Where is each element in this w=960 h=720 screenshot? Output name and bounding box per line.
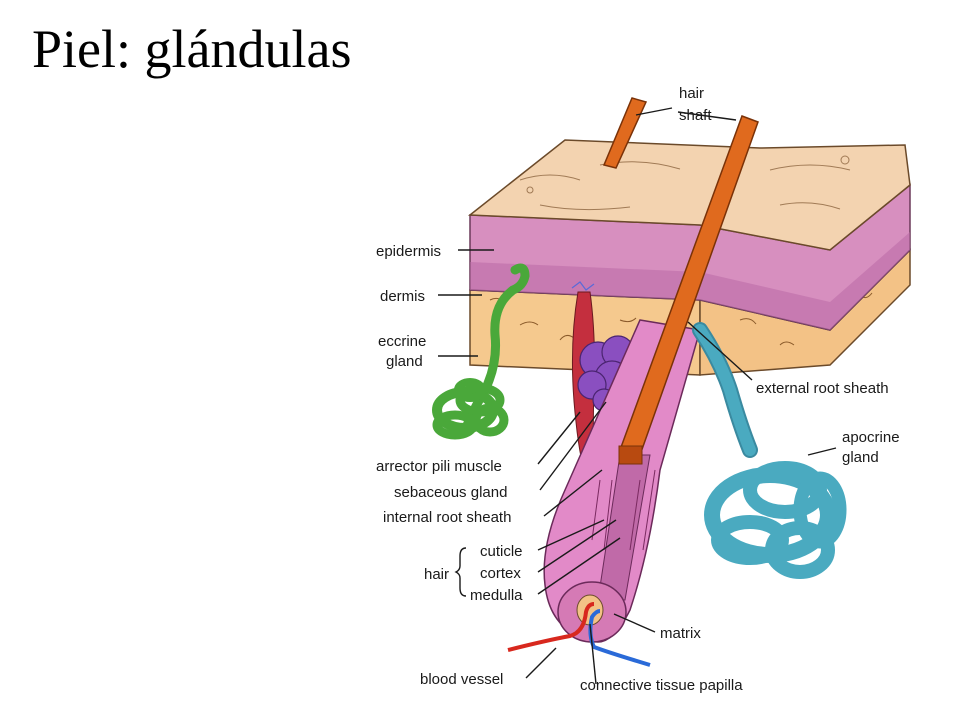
label-hair-shaft-line1: hair — [679, 85, 704, 102]
label-cuticle: cuticle — [480, 543, 523, 560]
hair-shaft-second — [602, 97, 648, 169]
surface-texture — [519, 155, 851, 211]
label-dermis: dermis — [380, 288, 425, 305]
label-arrector-pili: arrector pili muscle — [376, 458, 502, 475]
follicle-texture — [591, 469, 656, 551]
label-sebaceous: sebaceous gland — [394, 484, 507, 501]
label-medulla: medulla — [470, 587, 523, 604]
label-cortex: cortex — [480, 565, 521, 582]
label-eccrine-line1: eccrine — [378, 333, 426, 350]
label-internal-root-sheath: internal root sheath — [383, 509, 511, 526]
artery — [507, 602, 595, 652]
skin-surface — [467, 139, 911, 251]
apocrine-gland — [692, 322, 847, 579]
leader-lines — [438, 107, 837, 685]
label-apocrine-line2: gland — [842, 449, 879, 466]
label-external-root-sheath: external root sheath — [756, 380, 889, 397]
label-epidermis: epidermis — [376, 243, 441, 260]
page-title: Piel: glándulas — [32, 19, 352, 79]
label-hair-shaft-line2: shaft — [679, 107, 712, 124]
label-matrix: matrix — [660, 625, 701, 642]
label-connective-tissue-papilla: connective tissue papilla — [580, 677, 743, 694]
eccrine-gland — [432, 263, 530, 440]
label-apocrine-line1: apocrine — [842, 429, 900, 446]
label-eccrine-line2: gland — [386, 353, 423, 370]
muscle-fibers-top — [571, 281, 595, 291]
label-blood-vessel: blood vessel — [420, 671, 503, 688]
hair-shaft-cut — [618, 445, 643, 465]
label-hair: hair — [424, 566, 449, 583]
